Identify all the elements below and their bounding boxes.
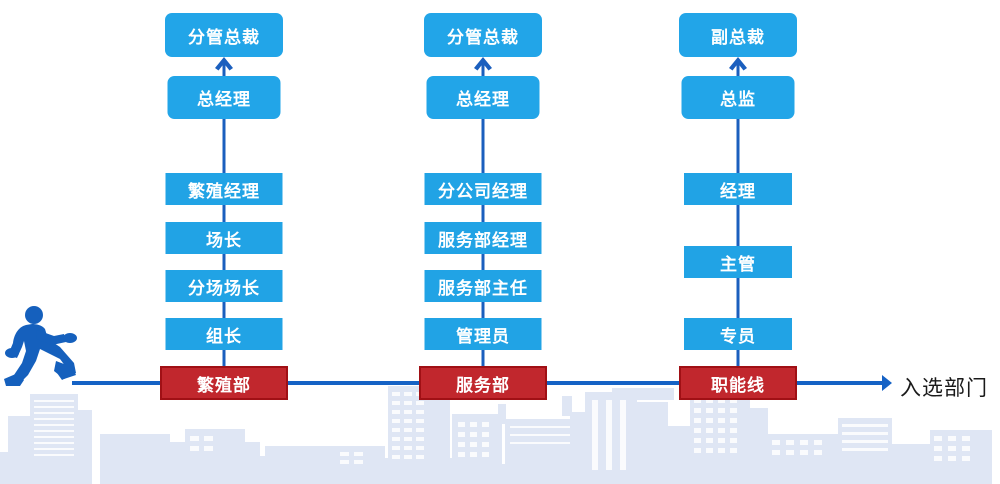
arrow-up-icon: [215, 57, 233, 71]
node-role[interactable]: 分管总裁: [424, 13, 542, 57]
axis-label: 入选部门: [900, 377, 988, 400]
connector-line: [222, 61, 226, 381]
walking-person-icon: [4, 306, 77, 386]
node-department[interactable]: 服务部: [419, 366, 547, 400]
node-role[interactable]: 专员: [684, 318, 792, 350]
connector-line: [481, 61, 485, 381]
node-role[interactable]: 分管总裁: [165, 13, 283, 57]
node-role[interactable]: 主管: [684, 246, 792, 278]
arrow-up-icon: [729, 57, 747, 71]
node-role[interactable]: 管理员: [424, 318, 542, 350]
node-role[interactable]: 总经理: [167, 76, 281, 119]
city-skyline-background: [0, 382, 992, 484]
node-department[interactable]: 职能线: [679, 366, 797, 400]
career-column-breeding: 分管总裁 总经理 繁殖经理 场长 分场场长 组长 繁殖部: [160, 0, 288, 400]
node-role[interactable]: 组长: [165, 318, 283, 350]
node-role[interactable]: 服务部经理: [424, 222, 542, 254]
arrow-up-icon: [474, 57, 492, 71]
node-department[interactable]: 繁殖部: [160, 366, 288, 400]
connector-line: [736, 61, 740, 381]
node-role[interactable]: 总经理: [426, 76, 540, 119]
node-role[interactable]: 分场场长: [165, 270, 283, 302]
node-role[interactable]: 服务部主任: [424, 270, 542, 302]
career-column-functional: 副总裁 总监 经理 主管 专员 职能线: [679, 0, 797, 400]
career-column-service: 分管总裁 总经理 分公司经理 服务部经理 服务部主任 管理员 服务部: [419, 0, 547, 400]
axis-arrow-icon: [866, 375, 892, 391]
node-role[interactable]: 副总裁: [679, 13, 797, 57]
node-role[interactable]: 繁殖经理: [165, 173, 283, 205]
node-role[interactable]: 经理: [684, 173, 792, 205]
node-role[interactable]: 场长: [165, 222, 283, 254]
node-role[interactable]: 总监: [681, 76, 795, 119]
node-role[interactable]: 分公司经理: [424, 173, 542, 205]
